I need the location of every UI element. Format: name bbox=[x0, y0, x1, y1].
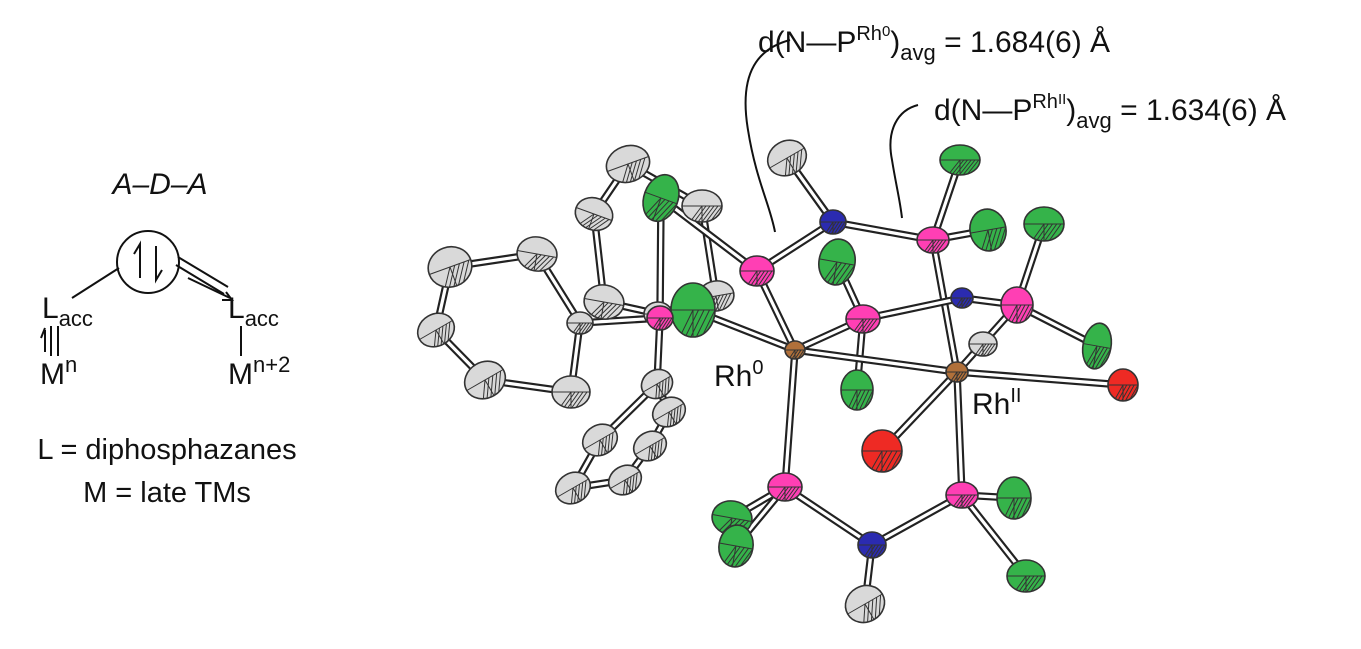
bond bbox=[783, 485, 874, 547]
leader-line-rhII bbox=[889, 104, 919, 219]
fluorine-atom bbox=[670, 282, 716, 338]
carbon-atom bbox=[844, 584, 886, 626]
carbon-atom bbox=[416, 312, 456, 350]
nitrogen-atom bbox=[857, 531, 887, 559]
metal-right: Mn+2 bbox=[228, 352, 290, 391]
leader-line-rh0 bbox=[744, 39, 791, 233]
electron-pair-icon bbox=[133, 240, 163, 284]
right-double-bond-b bbox=[175, 264, 225, 295]
nitrogen-atom bbox=[950, 287, 974, 309]
carbon-atom bbox=[574, 196, 614, 232]
carbon-atom bbox=[651, 396, 687, 430]
back-donation-arrow-icon bbox=[40, 327, 46, 352]
ligand-left: Lacc bbox=[42, 292, 93, 331]
fluorine-atom bbox=[1023, 206, 1065, 242]
label-rhII: RhII bbox=[972, 385, 1021, 421]
carbon-atom bbox=[607, 464, 643, 498]
metal-left: Mn bbox=[40, 352, 77, 391]
rhodium-atom bbox=[945, 361, 969, 383]
fluorine-atom bbox=[1081, 322, 1113, 370]
fluorine-atom bbox=[1006, 559, 1046, 593]
fluorine-atom bbox=[818, 238, 856, 287]
carbon-atom bbox=[566, 311, 594, 335]
bond bbox=[870, 493, 964, 547]
phosphorus-atom bbox=[739, 255, 775, 287]
carbon-atom bbox=[766, 139, 808, 179]
fluorine-atom bbox=[969, 208, 1007, 253]
carbon-atom bbox=[516, 236, 558, 272]
phosphorus-atom bbox=[916, 226, 950, 254]
bond-length-rhII: d(N—PRhII)avg = 1.634(6) Å bbox=[934, 91, 1286, 133]
bond-length-rh0: d(N—PRh0)avg = 1.684(6) Å bbox=[758, 23, 1110, 65]
chlorine-atom bbox=[861, 429, 903, 473]
bond bbox=[955, 370, 1125, 387]
carbon-atom bbox=[551, 375, 591, 409]
carbon-atom bbox=[632, 430, 668, 464]
donor-circle bbox=[116, 230, 180, 294]
carbon-atom bbox=[968, 331, 998, 357]
right-double-bond-a bbox=[177, 256, 229, 288]
rhodium-atom bbox=[784, 340, 806, 360]
fluorine-atom bbox=[996, 476, 1032, 520]
carbon-atom bbox=[640, 368, 674, 401]
carbon-atom bbox=[583, 284, 625, 320]
scheme-title: A–D–A bbox=[110, 168, 207, 201]
carbon-atom bbox=[681, 189, 723, 223]
bond-layer bbox=[432, 154, 1127, 608]
phosphorus-atom bbox=[767, 472, 803, 502]
legend-metal: M = late TMs bbox=[83, 477, 251, 509]
ligand-right: Lacc bbox=[228, 292, 279, 331]
carbon-atom bbox=[554, 471, 592, 507]
fluorine-atom bbox=[939, 144, 981, 176]
fluorine-atom bbox=[642, 173, 680, 224]
bond bbox=[931, 238, 959, 374]
left-single-bond bbox=[71, 267, 120, 299]
chlorine-atom bbox=[1107, 368, 1139, 402]
donation-arrow-icon bbox=[187, 277, 234, 301]
fluorine-atom bbox=[840, 369, 874, 411]
carbon-atom bbox=[463, 360, 507, 402]
label-rh0: Rh0 bbox=[714, 357, 763, 393]
carbon-atom bbox=[581, 423, 619, 459]
carbon-atom bbox=[605, 144, 651, 186]
legend-ligand: L = diphosphazanes bbox=[37, 434, 296, 466]
carbon-atom bbox=[427, 245, 473, 291]
ada-scheme: A–D–A Lacc Mn bbox=[37, 168, 296, 509]
bond bbox=[783, 348, 797, 489]
nitrogen-atom bbox=[819, 209, 847, 235]
phosphorus-atom bbox=[845, 304, 881, 334]
fluorine-atom bbox=[718, 524, 754, 569]
bond bbox=[793, 348, 959, 374]
phosphorus-atom bbox=[1000, 286, 1034, 324]
atom-layer bbox=[416, 139, 1139, 626]
bond bbox=[831, 220, 935, 242]
phosphorus-atom bbox=[945, 481, 979, 509]
bond bbox=[955, 370, 964, 497]
phosphorus-atom bbox=[646, 305, 674, 331]
bond bbox=[659, 196, 759, 273]
